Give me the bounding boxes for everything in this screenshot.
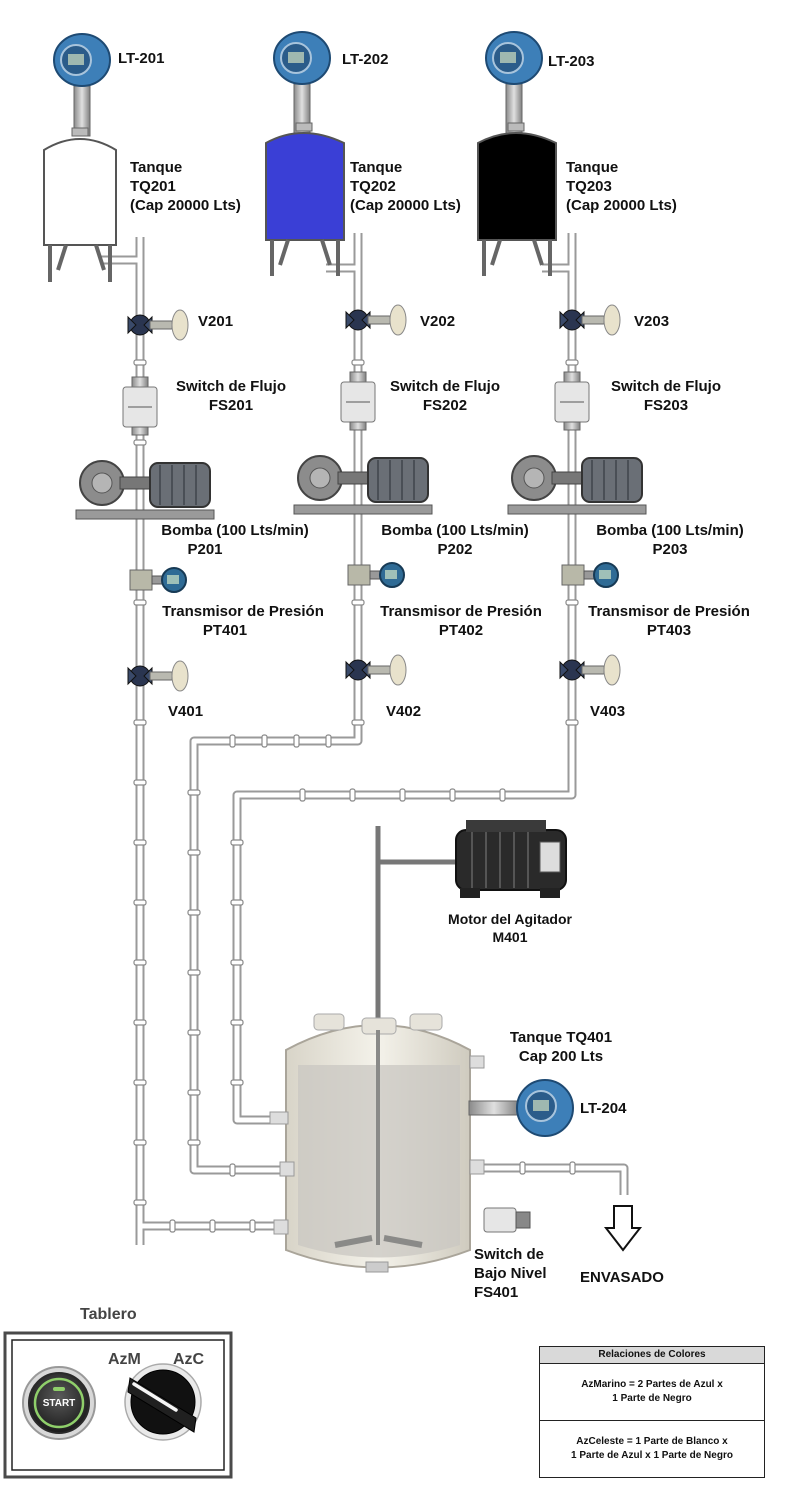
mixing-tank-label: Tanque TQ401 Cap 200 Lts: [496, 1028, 626, 1066]
tank-tq203: [478, 123, 556, 276]
valve-v403-label: V403: [590, 702, 625, 721]
tank-tq202-body: [266, 133, 344, 240]
flow-switch-fs203-label: Switch de Flujo FS203: [603, 377, 729, 415]
flow-switch-fs201-label: Switch de Flujo FS201: [168, 377, 294, 415]
start-button-label: START: [39, 1398, 79, 1409]
color-relation-azmarino: AzMarino = 2 Partes de Azul x 1 Parte de…: [540, 1364, 764, 1420]
pump-p203-icon: [508, 456, 646, 514]
pressure-transmitter-pt401-label: Transmisor de Presión PT401: [152, 602, 334, 640]
color-relation-azceleste: AzCeleste = 1 Parte de Blanco x 1 Parte …: [540, 1420, 764, 1477]
level-transmitter-lt201-icon: [54, 34, 110, 136]
pressure-transmitter-pt402-icon: [348, 563, 404, 587]
pressure-transmitter-pt401-icon: [130, 568, 186, 592]
pump-p203-label: Bomba (100 Lts/min) P203: [585, 521, 755, 559]
color-selector-switch[interactable]: [125, 1364, 201, 1440]
valve-v401-label: V401: [168, 702, 203, 721]
low-level-switch-label: Switch de Bajo Nivel FS401: [474, 1245, 547, 1302]
valve-v402-label: V402: [386, 702, 421, 721]
pump-p202-label: Bomba (100 Lts/min) P202: [370, 521, 540, 559]
pressure-transmitter-pt402-label: Transmisor de Presión PT402: [370, 602, 552, 640]
lt201-label: LT-201: [118, 49, 164, 68]
envasado-label: ENVASADO: [580, 1268, 664, 1287]
level-transmitter-lt203-icon: [486, 32, 542, 134]
flow-switch-fs202-label: Switch de Flujo FS202: [382, 377, 508, 415]
level-transmitter-lt204-icon: [469, 1080, 573, 1136]
lt203-label: LT-203: [548, 52, 594, 71]
flow-switch-fs203-icon: [555, 372, 589, 430]
valve-v203-label: V203: [634, 312, 669, 331]
tank-tq203-label: Tanque TQ203 (Cap 20000 Lts): [566, 158, 677, 215]
color-relations-title: Relaciones de Colores: [540, 1347, 764, 1364]
tank-tq202-label: Tanque TQ202 (Cap 20000 Lts): [350, 158, 461, 215]
envasado-arrow-icon: [606, 1206, 640, 1250]
color-relations-table: Relaciones de Colores AzMarino = 2 Parte…: [539, 1346, 765, 1478]
tank-tq203-body: [478, 133, 556, 240]
level-transmitter-lt202-icon: [274, 32, 330, 134]
valve-v202-label: V202: [420, 312, 455, 331]
selector-left-label: AzM: [108, 1351, 141, 1369]
agitator-motor-label: Motor del Agitador M401: [430, 910, 590, 946]
panel-title: Tablero: [80, 1306, 137, 1324]
low-level-switch-fs401-icon: [484, 1208, 530, 1232]
pipe-outlet: [470, 1168, 624, 1195]
selector-right-label: AzC: [173, 1351, 204, 1369]
pump-p201-icon: [76, 461, 214, 519]
agitator-motor-m401-icon: [378, 820, 566, 898]
pressure-transmitter-pt403-icon: [562, 563, 618, 587]
tank-tq201-body: [44, 139, 116, 245]
pump-p201-label: Bomba (100 Lts/min) P201: [150, 521, 320, 559]
pump-p202-icon: [294, 456, 432, 514]
tank-tq201-label: Tanque TQ201 (Cap 20000 Lts): [130, 158, 241, 215]
tank-tq202: [266, 123, 344, 276]
pressure-transmitter-pt403-label: Transmisor de Presión PT403: [578, 602, 760, 640]
lt202-label: LT-202: [342, 50, 388, 69]
flow-switch-fs201-icon: [123, 377, 157, 435]
lt204-label: LT-204: [580, 1099, 626, 1118]
valve-v201-label: V201: [198, 312, 233, 331]
mixing-tank-tq401: [270, 826, 484, 1272]
flow-switch-fs202-icon: [341, 372, 375, 430]
